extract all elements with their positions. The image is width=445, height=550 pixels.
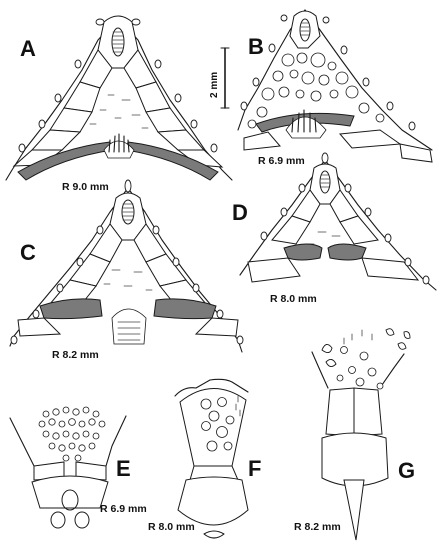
panel-e-radius-label: R 6.9 mm: [100, 503, 147, 515]
panel-g-drawing: [311, 328, 411, 541]
panel-c-radius-label: R 8.2 mm: [52, 349, 99, 361]
panel-c-drawing: [9, 179, 244, 353]
panel-d-radius-label: R 8.0 mm: [270, 293, 317, 305]
panel-e-drawing: [9, 406, 127, 529]
panel-g-letter: G: [398, 458, 415, 483]
panel-b-drawing: [237, 9, 433, 163]
panel-a-radius-label: R 9.0 mm: [62, 181, 109, 193]
panel-b-radius-label: R 6.9 mm: [258, 155, 305, 167]
scale-bar: [220, 47, 230, 109]
panel-a-drawing: [5, 15, 233, 181]
panel-a-letter: A: [20, 36, 36, 61]
panel-f-radius-label: R 8.0 mm: [148, 521, 195, 533]
panel-d-drawing: [239, 152, 437, 291]
panel-b-letter: B: [248, 34, 264, 59]
panel-g-radius-label: R 8.2 mm: [294, 521, 341, 533]
scale-bar-label: 2 mm: [209, 72, 220, 98]
panel-f-drawing: [174, 378, 249, 539]
panel-d-letter: D: [232, 200, 248, 225]
panel-c-letter: C: [20, 240, 36, 265]
panel-f-letter: F: [248, 456, 261, 481]
panel-e-letter: E: [116, 456, 131, 481]
